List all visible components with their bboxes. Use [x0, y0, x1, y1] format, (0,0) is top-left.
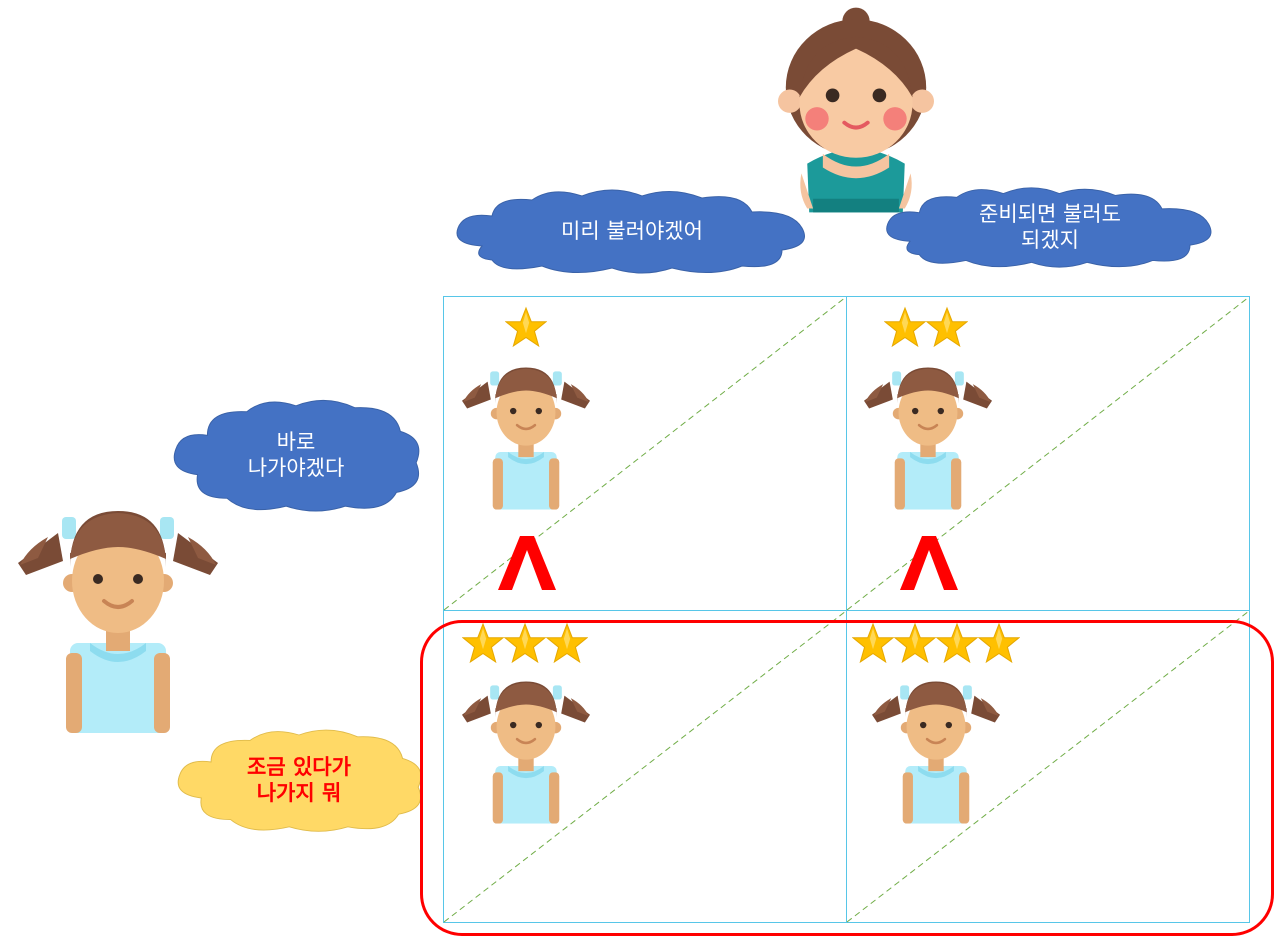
caret-up-icon-right — [900, 536, 958, 590]
highlight-bottom-row — [420, 620, 1274, 936]
grid-line-right — [1249, 296, 1250, 923]
speech-cloud-parent-left: 미리 불러야겠어 — [452, 186, 812, 276]
star-icon — [884, 306, 926, 348]
star-icon — [505, 306, 547, 348]
speech-text-child-bottom: 조금 있다가 나가지 뭐 — [247, 755, 351, 805]
speech-text-parent-right: 준비되면 불러도 되겠지 — [979, 202, 1121, 252]
grid-line-left — [443, 296, 444, 923]
grid-line-center — [846, 296, 847, 923]
star-rating-top-left — [505, 306, 547, 348]
star-icon — [926, 306, 968, 348]
speech-cloud-parent-right: 준비되면 불러도 되겠지 — [882, 184, 1218, 270]
caret-up-icon-left — [498, 536, 556, 590]
speech-cloud-child-bottom: 조금 있다가 나가지 뭐 — [172, 726, 426, 834]
speech-text-parent-left: 미리 불러야겠어 — [561, 219, 703, 243]
speech-cloud-child-top: 바로 나가야겠다 — [168, 396, 424, 514]
star-rating-top-right — [884, 306, 968, 348]
girl-icon-top-right — [864, 362, 992, 510]
girl-icon-top-left — [462, 362, 590, 510]
speech-text-child-top: 바로 나가야겠다 — [247, 430, 345, 480]
